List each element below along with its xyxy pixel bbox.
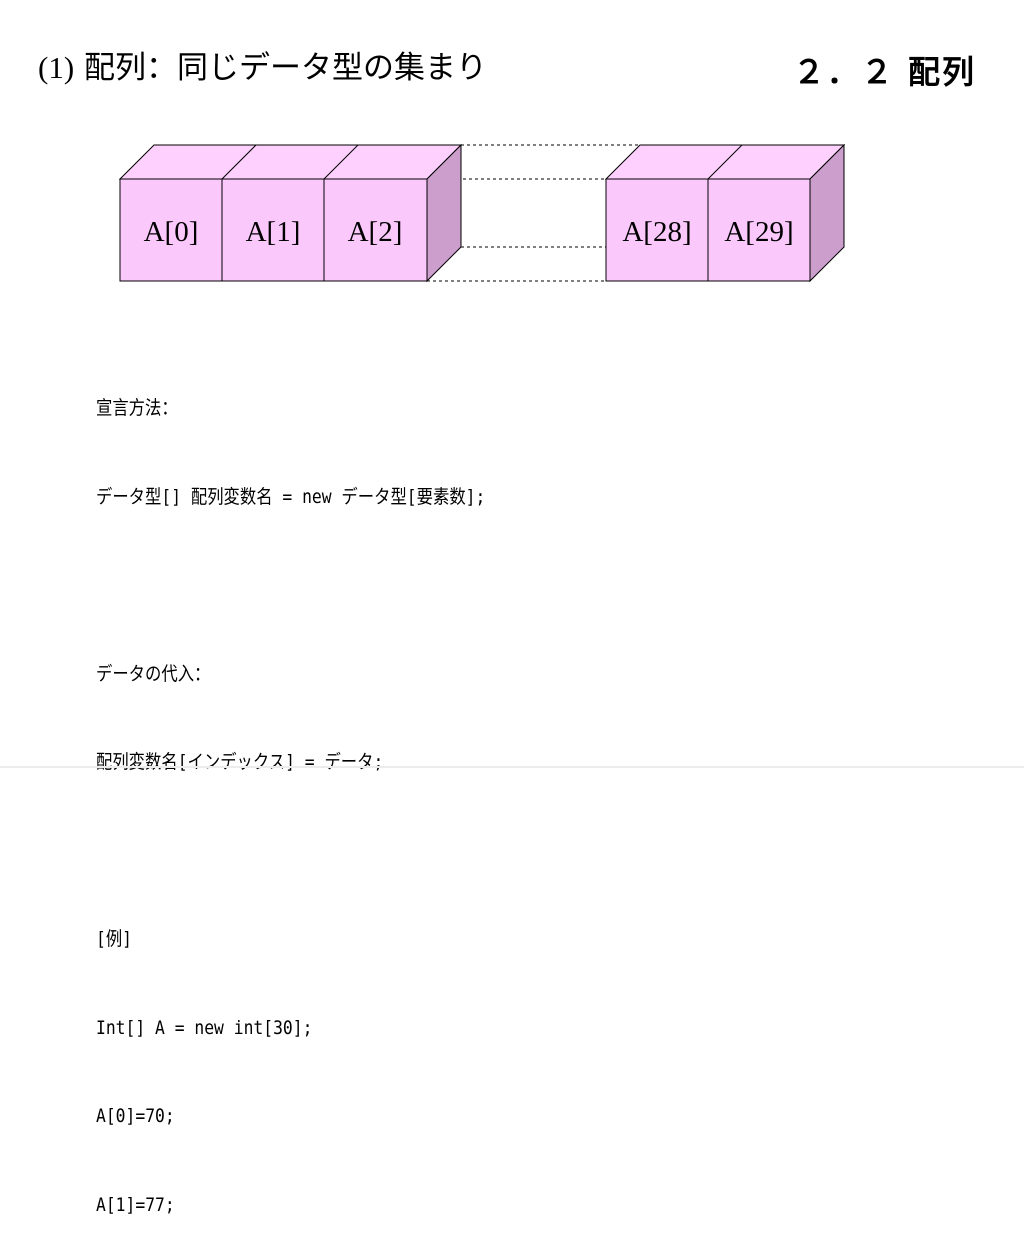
assignment-syntax: 配列変数名[インデックス] = データ; xyxy=(96,751,384,773)
example-assign-0: A[0]=70; xyxy=(96,1105,175,1127)
cell-label-a0: A[0] xyxy=(144,216,199,248)
top-divider-2 xyxy=(323,144,359,180)
cell-a1-face xyxy=(221,178,325,282)
declaration-heading: 宣言方法： xyxy=(96,397,178,419)
cell-label-a1: A[1] xyxy=(246,216,301,248)
example-declaration: Int[] A = new int[30]; xyxy=(96,1016,313,1039)
slide-title: (1) 配列：同じデータ型の集まり xyxy=(38,48,487,88)
cell-label-a28: A[28] xyxy=(622,216,691,248)
example-heading: [例] xyxy=(96,928,133,950)
example-assign-1: A[1]=77; xyxy=(96,1193,175,1216)
blank-line xyxy=(96,837,485,867)
code-block: 宣言方法： データ型[] 配列変数名 = new データ型[要素数]; データの… xyxy=(96,335,549,1250)
cell-label-a29: A[29] xyxy=(724,216,793,248)
array-diagram: A[0] A[1] A[2] A[28] A[29] xyxy=(118,143,846,283)
cell-a29-face xyxy=(707,178,811,282)
left-box-group: A[0] A[1] A[2] xyxy=(118,143,463,283)
section-title: ２．２ 配列 xyxy=(792,53,976,91)
title-text: 配列：同じデータ型の集まり xyxy=(74,50,488,86)
blank-line xyxy=(96,571,485,601)
cell-a28-face xyxy=(605,178,709,282)
declaration-syntax: データ型[] 配列変数名 = new データ型[要素数]; xyxy=(96,485,486,508)
cell-a2-face xyxy=(323,178,428,282)
assignment-heading: データの代入： xyxy=(96,662,211,685)
right-box-group: A[28] A[29] xyxy=(604,143,846,283)
title-number: (1) xyxy=(38,50,75,85)
left-group-top-face xyxy=(118,144,463,180)
top-divider-1 xyxy=(221,144,257,180)
cell-label-a2: A[2] xyxy=(348,216,403,248)
bottom-rule xyxy=(0,766,1024,768)
cell-a0-face xyxy=(119,178,223,282)
top-divider-3 xyxy=(707,144,743,180)
